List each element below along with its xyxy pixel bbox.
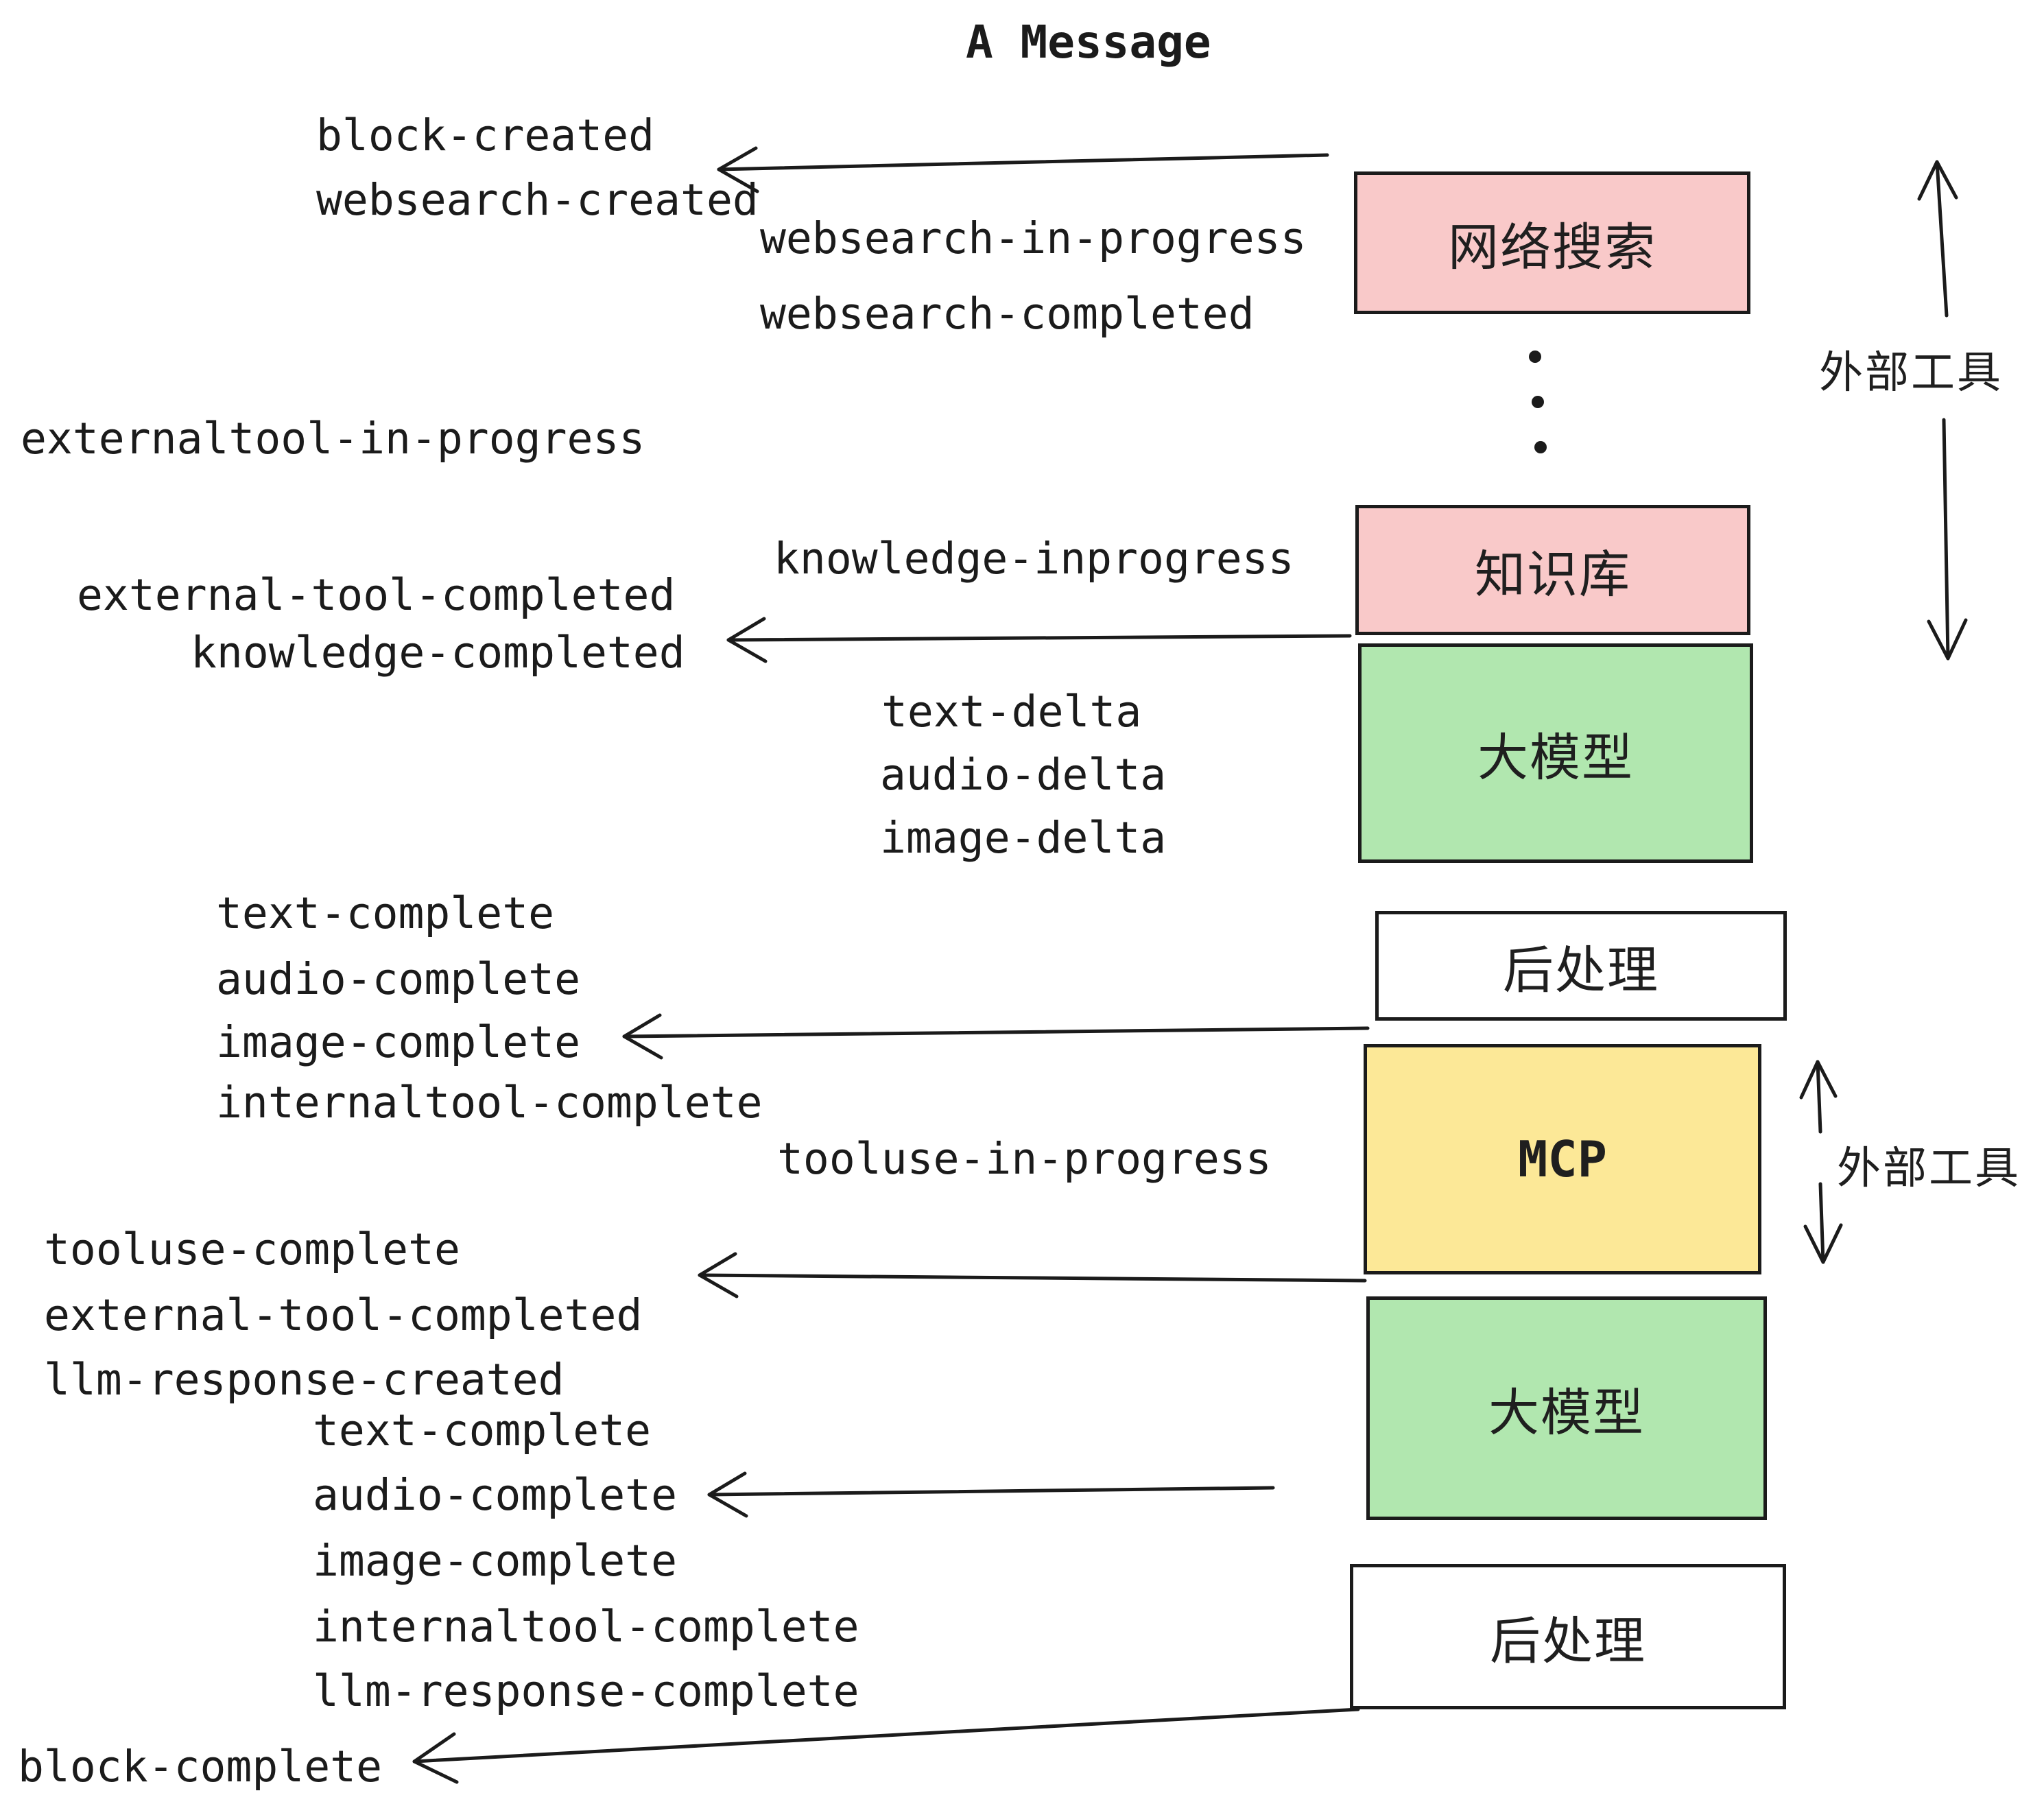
box-llm-2-label: 大模型 (1488, 1383, 1645, 1443)
event-audio-complete: audio-complete (216, 954, 581, 1004)
event-external-tool-completed: external-tool-completed (77, 570, 676, 620)
external-tool-down-arrow-top (1927, 418, 1968, 661)
external-tool-down-arrow-mcp (1803, 1182, 1843, 1264)
arrow-websearch-created (717, 146, 1329, 193)
box-mcp: MCP (1364, 1044, 1761, 1274)
event-audio-delta: audio-delta (880, 750, 1167, 800)
event-external-tool-completed-2: external-tool-completed (44, 1290, 643, 1340)
event-block-complete: block-complete (18, 1742, 383, 1792)
external-tool-up-arrow-mcp (1799, 1060, 1838, 1134)
box-web-search-label: 网络搜索 (1448, 217, 1656, 277)
box-llm-1-label: 大模型 (1477, 728, 1634, 787)
event-tooluse-in-progress: tooluse-in-progress (777, 1134, 1272, 1184)
event-text-delta: text-delta (881, 687, 1142, 737)
event-knowledge-completed: knowledge-completed (191, 628, 685, 678)
box-llm-2: 大模型 (1366, 1296, 1767, 1520)
event-knowledge-inprogress: knowledge-inprogress (774, 534, 1294, 584)
event-image-complete: image-complete (216, 1017, 581, 1067)
event-image-complete-2: image-complete (313, 1536, 678, 1586)
box-post-process-1: 后处理 (1375, 911, 1787, 1021)
external-tool-label-top: 外部工具 (1819, 348, 2003, 399)
ellipsis-dots (1529, 351, 1547, 453)
event-llm-response-complete: llm-response-complete (313, 1666, 859, 1716)
external-tool-up-arrow-top (1917, 160, 1958, 318)
event-audio-complete-2: audio-complete (313, 1470, 678, 1520)
event-internaltool-complete-2: internaltool-complete (313, 1602, 859, 1652)
box-mcp-label: MCP (1517, 1130, 1608, 1188)
box-knowledge-base-label: 知识库 (1475, 545, 1631, 604)
event-websearch-created: websearch-created (316, 175, 759, 225)
arrow-knowledge-completed (726, 617, 1352, 663)
arrow-audio-complete (707, 1471, 1275, 1518)
event-llm-response-created: llm-response-created (44, 1355, 565, 1405)
event-internaltool-complete: internaltool-complete (216, 1078, 763, 1128)
event-externaltool-in-progress: externaltool-in-progress (21, 414, 645, 464)
box-post-process-2: 后处理 (1350, 1564, 1786, 1709)
box-llm-1: 大模型 (1358, 643, 1753, 863)
arrow-block-complete (412, 1707, 1360, 1784)
event-websearch-completed: websearch-completed (760, 289, 1255, 339)
event-image-delta: image-delta (880, 813, 1167, 863)
event-tooluse-complete: tooluse-complete (44, 1224, 460, 1274)
box-web-search: 网络搜索 (1354, 171, 1750, 314)
event-text-complete: text-complete (216, 888, 555, 938)
arrow-internal-complete (622, 1013, 1370, 1060)
event-block-created: block-created (316, 110, 655, 161)
box-post-process-2-label: 后处理 (1490, 1611, 1646, 1671)
event-text-complete-2: text-complete (313, 1405, 652, 1456)
arrow-tooluse-complete (698, 1252, 1367, 1298)
box-post-process-1-label: 后处理 (1503, 940, 1659, 1000)
diagram-title: A Message (966, 16, 1211, 69)
box-knowledge-base: 知识库 (1355, 505, 1750, 635)
external-tool-label-mcp: 外部工具 (1837, 1143, 2021, 1194)
event-websearch-in-progress: websearch-in-progress (760, 213, 1307, 263)
